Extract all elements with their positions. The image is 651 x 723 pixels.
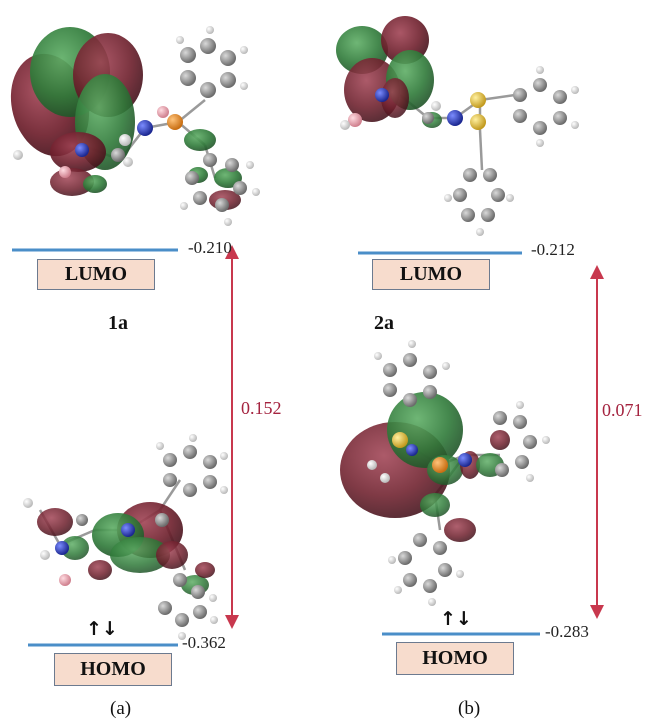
phenyl-ring (374, 340, 450, 407)
homo-label-box-b: HOMO (396, 642, 514, 675)
molecule-label-1a: 1a (108, 312, 128, 334)
gap-value-a: 0.152 (241, 398, 282, 418)
spin-pair-icon-a: ↑↓ (86, 618, 118, 640)
phenyl-ring (180, 153, 260, 226)
molecule-label-2a: 2a (374, 312, 394, 334)
phenyl-ring (444, 168, 514, 236)
homo-energy-b: -0.283 (545, 622, 589, 641)
phenyl-ring (388, 533, 464, 606)
homo-label-box-a: HOMO (54, 653, 172, 686)
molecule-1a-homo (23, 434, 228, 640)
panel-label-a: (a) (110, 698, 132, 719)
spin-pair-icon-b: ↑↓ (440, 608, 472, 630)
phenyl-ring (158, 573, 218, 640)
molecule-1a-lumo (10, 26, 260, 226)
homo-energy-a: -0.362 (182, 633, 226, 652)
molecule-2a-homo (340, 340, 550, 606)
panel-label-b: (b) (458, 698, 481, 719)
phenyl-ring (176, 26, 248, 98)
lumo-energy-b: -0.212 (531, 240, 575, 259)
phenyl-ring (156, 434, 228, 497)
gap-value-b: 0.071 (602, 400, 643, 420)
molecule-2a-lumo (336, 16, 579, 236)
lumo-energy-a: -0.210 (188, 238, 232, 257)
phenyl-ring (493, 401, 550, 482)
lumo-label-box-b: LUMO (372, 259, 490, 290)
lumo-label-box-a: LUMO (37, 259, 155, 290)
phenyl-ring (513, 66, 579, 147)
